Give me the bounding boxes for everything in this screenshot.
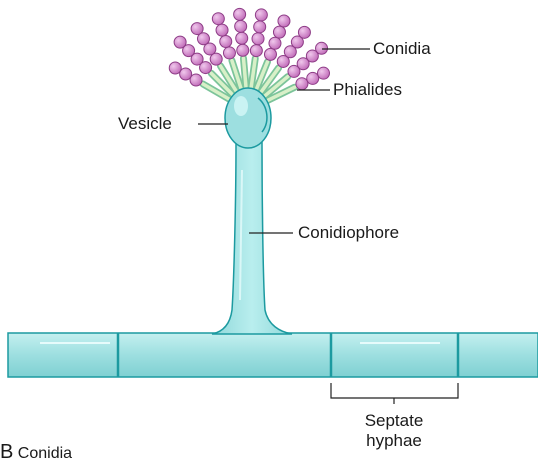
label-phialides: Phialides xyxy=(333,80,402,100)
conidium xyxy=(216,24,228,36)
conidium xyxy=(169,62,181,74)
label-conidia: Conidia xyxy=(373,39,431,59)
label-vesicle: Vesicle xyxy=(118,114,172,134)
label-septate-hyphae: Septate hyphae xyxy=(344,411,444,451)
conidium xyxy=(298,26,310,38)
conidium xyxy=(254,21,266,33)
conidium xyxy=(191,23,203,35)
conidium xyxy=(174,36,186,48)
conidium xyxy=(273,26,285,38)
conidium xyxy=(235,20,247,32)
label-conidiophore: Conidiophore xyxy=(298,223,399,243)
conidium xyxy=(212,13,224,25)
conidium xyxy=(307,72,319,84)
label-septate-line2: hyphae xyxy=(344,431,444,451)
conidium xyxy=(252,33,264,45)
conidium xyxy=(236,32,248,44)
conidium xyxy=(278,15,290,27)
conidium xyxy=(223,47,235,59)
conidium xyxy=(317,67,329,79)
conidium xyxy=(316,42,328,54)
conidium xyxy=(269,37,281,49)
conidium xyxy=(234,8,246,20)
corner-caption: B Conidia xyxy=(0,441,72,464)
conidium xyxy=(264,48,276,60)
panel-caption: Conidia xyxy=(18,445,72,462)
conidiophore xyxy=(212,142,292,334)
label-septate-line1: Septate xyxy=(344,411,444,431)
panel-letter: B xyxy=(0,441,13,463)
conidium xyxy=(255,9,267,21)
vesicle xyxy=(225,88,271,148)
septate-bracket xyxy=(331,383,458,398)
conidium xyxy=(250,45,262,57)
conidium xyxy=(296,78,308,90)
conidium xyxy=(220,36,232,48)
conidium xyxy=(237,44,249,56)
